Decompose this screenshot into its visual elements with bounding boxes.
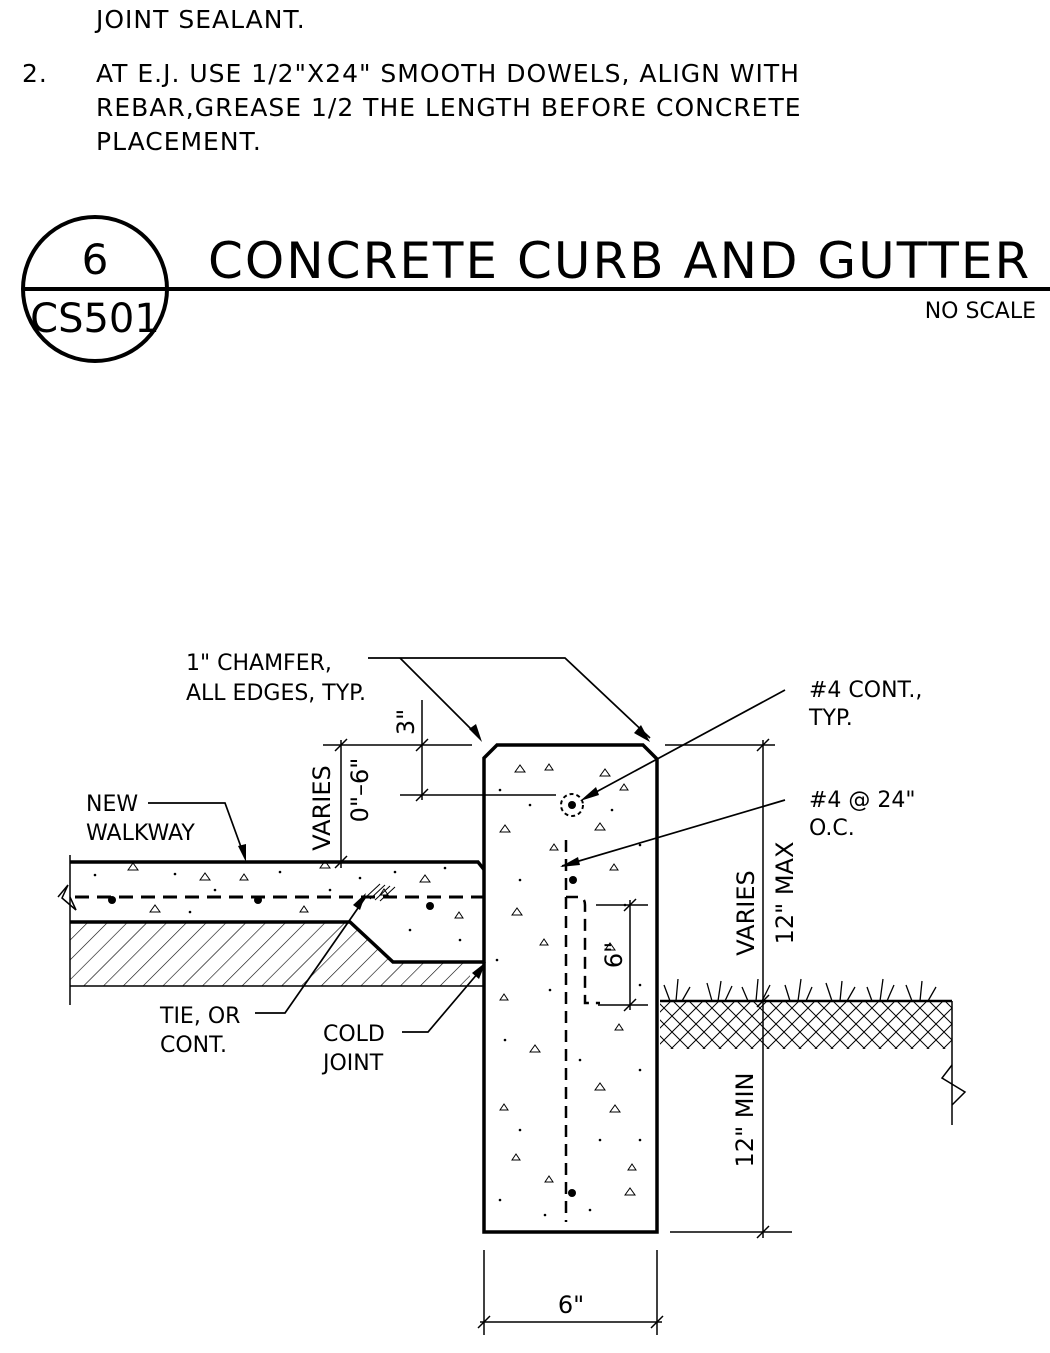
dim-reveal-varies: VARIES — [732, 870, 760, 955]
rebar-bottom — [568, 1189, 576, 1197]
finished-grade — [660, 978, 967, 1125]
chamfer-label-line-1: 1" CHAMFER, — [186, 651, 332, 676]
cold-joint-label-line-2: JOINT — [321, 1051, 384, 1076]
dim-hook-length: 6" — [600, 942, 628, 968]
rebar-oc-label-line-1: #4 @ 24" — [809, 788, 916, 813]
break-line-right — [940, 1064, 967, 1106]
scale-label: NO SCALE — [925, 299, 1036, 324]
rebar-oc-label-line-2: O.C. — [809, 816, 855, 841]
leader-lines — [148, 657, 786, 1033]
detail-bubble: 6 CS501 — [21, 215, 1050, 363]
rebar-outline — [560, 793, 584, 817]
cold-joint-label-line-1: COLD — [323, 1022, 385, 1047]
dim-step-range: 0"–6" — [346, 758, 374, 823]
note-2-line-3: PLACEMENT. — [96, 127, 262, 156]
note-2-line-2: REBAR,GREASE 1/2 THE LENGTH BEFORE CONCR… — [96, 93, 802, 122]
tie-label-line-1: TIE, OR — [159, 1004, 240, 1029]
dim-reveal-max: 12" MAX — [771, 842, 799, 945]
dim-step-varies: VARIES — [308, 765, 336, 850]
chamfer-label-line-2: ALL EDGES, TYP. — [186, 681, 366, 706]
leader-arrowheads — [238, 724, 650, 979]
break-line-left — [57, 884, 77, 911]
note-2-number: 2. — [22, 59, 48, 88]
rebar-cont-label-line-2: TYP. — [808, 706, 853, 731]
curb-outline — [482, 743, 659, 1234]
dim-embed-min: 12" MIN — [731, 1073, 759, 1168]
tie-label-line-2: CONT. — [160, 1033, 227, 1058]
dimension-lines — [323, 700, 792, 1335]
concrete-curb — [482, 743, 659, 1234]
sheet-number: CS501 — [30, 296, 160, 342]
dim-curb-width: 6" — [558, 1291, 584, 1319]
note-2-line-1: AT E.J. USE 1/2"X24" SMOOTH DOWELS, ALIG… — [96, 59, 800, 88]
rebar-top — [568, 801, 576, 809]
note-line-joint-sealant: JOINT SEALANT. — [94, 5, 306, 34]
dim-top-cover: 3" — [392, 709, 420, 735]
detail-number: 6 — [82, 235, 109, 284]
detail-title: CONCRETE CURB AND GUTTER — [208, 232, 1031, 290]
rebar-cont-label-line-1: #4 CONT., — [809, 678, 922, 703]
walkway-label-line-1: NEW — [86, 792, 138, 817]
walkway-label-line-2: WALKWAY — [86, 821, 195, 846]
